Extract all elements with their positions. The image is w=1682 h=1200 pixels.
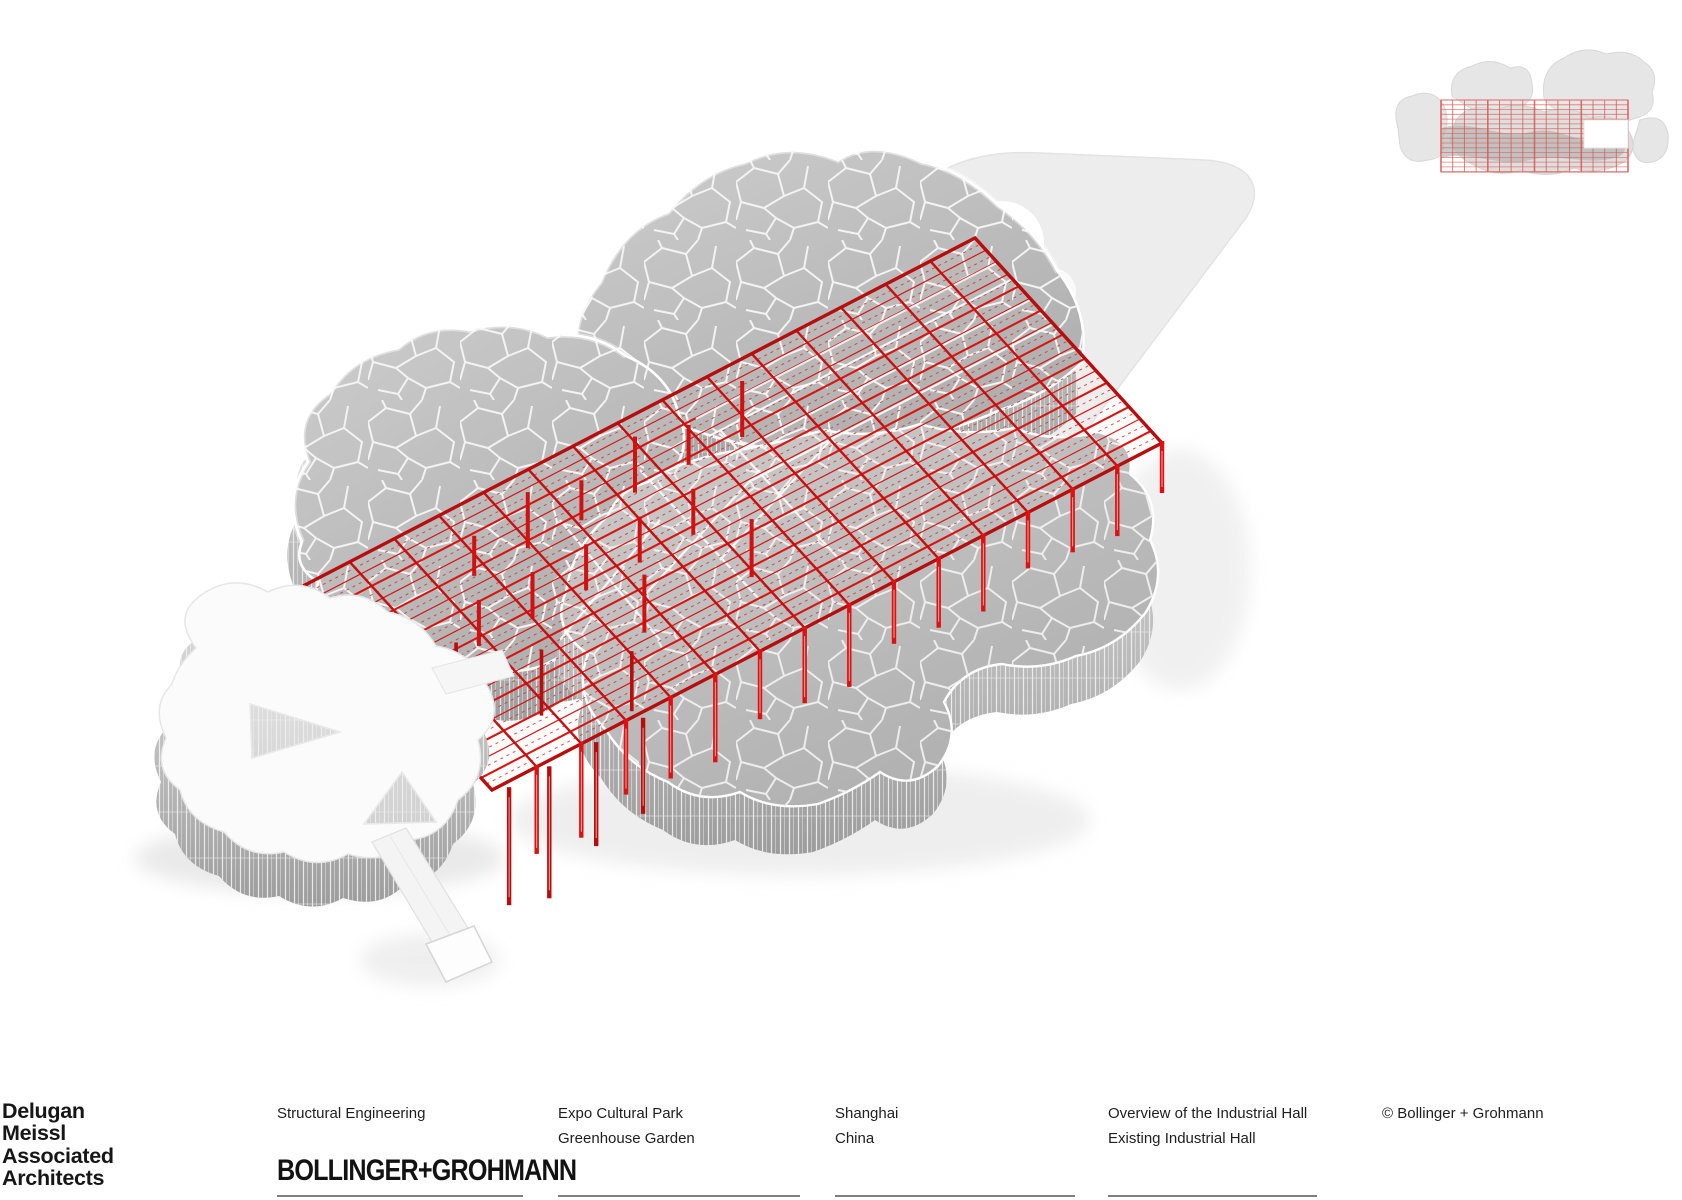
footer-column-drawing: Overview of the Industrial Hall Existing… bbox=[1108, 1101, 1307, 1151]
project-subname: Greenhouse Garden bbox=[558, 1130, 695, 1147]
logo-line: Associated bbox=[2, 1143, 114, 1168]
logo-line: Meissl bbox=[2, 1121, 66, 1146]
footer-label: Structural Engineering bbox=[277, 1105, 426, 1122]
copyright-text: © Bollinger + Grohmann bbox=[1382, 1105, 1544, 1122]
drawing-title: Overview of the Industrial Hall bbox=[1108, 1105, 1308, 1122]
walkway-bridge bbox=[431, 649, 515, 695]
location-country: China bbox=[835, 1130, 875, 1147]
footer-rule bbox=[1108, 1195, 1317, 1197]
footer-column-copyright: © Bollinger + Grohmann bbox=[1382, 1101, 1544, 1126]
access-ramp bbox=[371, 827, 494, 983]
project-name: Expo Cultural Park bbox=[558, 1105, 684, 1122]
roof-perimeter bbox=[302, 235, 1165, 793]
footer-rule bbox=[277, 1195, 523, 1197]
footer-column-engineering: Structural Engineering bbox=[277, 1101, 425, 1126]
logo-line: Delugan bbox=[2, 1099, 85, 1123]
roof-posts bbox=[472, 381, 754, 646]
greenhouse-cloud-bottom bbox=[556, 422, 1160, 855]
architect-logo: Delugan Meissl Associated Architects bbox=[2, 1100, 114, 1190]
site-plan-minimap bbox=[1395, 49, 1669, 175]
footer-rule bbox=[558, 1195, 800, 1197]
location-city: Shanghai bbox=[835, 1105, 899, 1122]
footer-rule bbox=[835, 1195, 1075, 1197]
drawing-subtitle: Existing Industrial Hall bbox=[1108, 1130, 1256, 1147]
hanging-columns bbox=[368, 441, 1165, 906]
logo-line: Architects bbox=[2, 1166, 105, 1191]
engineer-logo: BOLLINGER+GROHMANN bbox=[277, 1154, 577, 1187]
footer-column-location: Shanghai China bbox=[835, 1101, 898, 1151]
footer-column-project: Expo Cultural Park Greenhouse Garden bbox=[558, 1101, 695, 1151]
